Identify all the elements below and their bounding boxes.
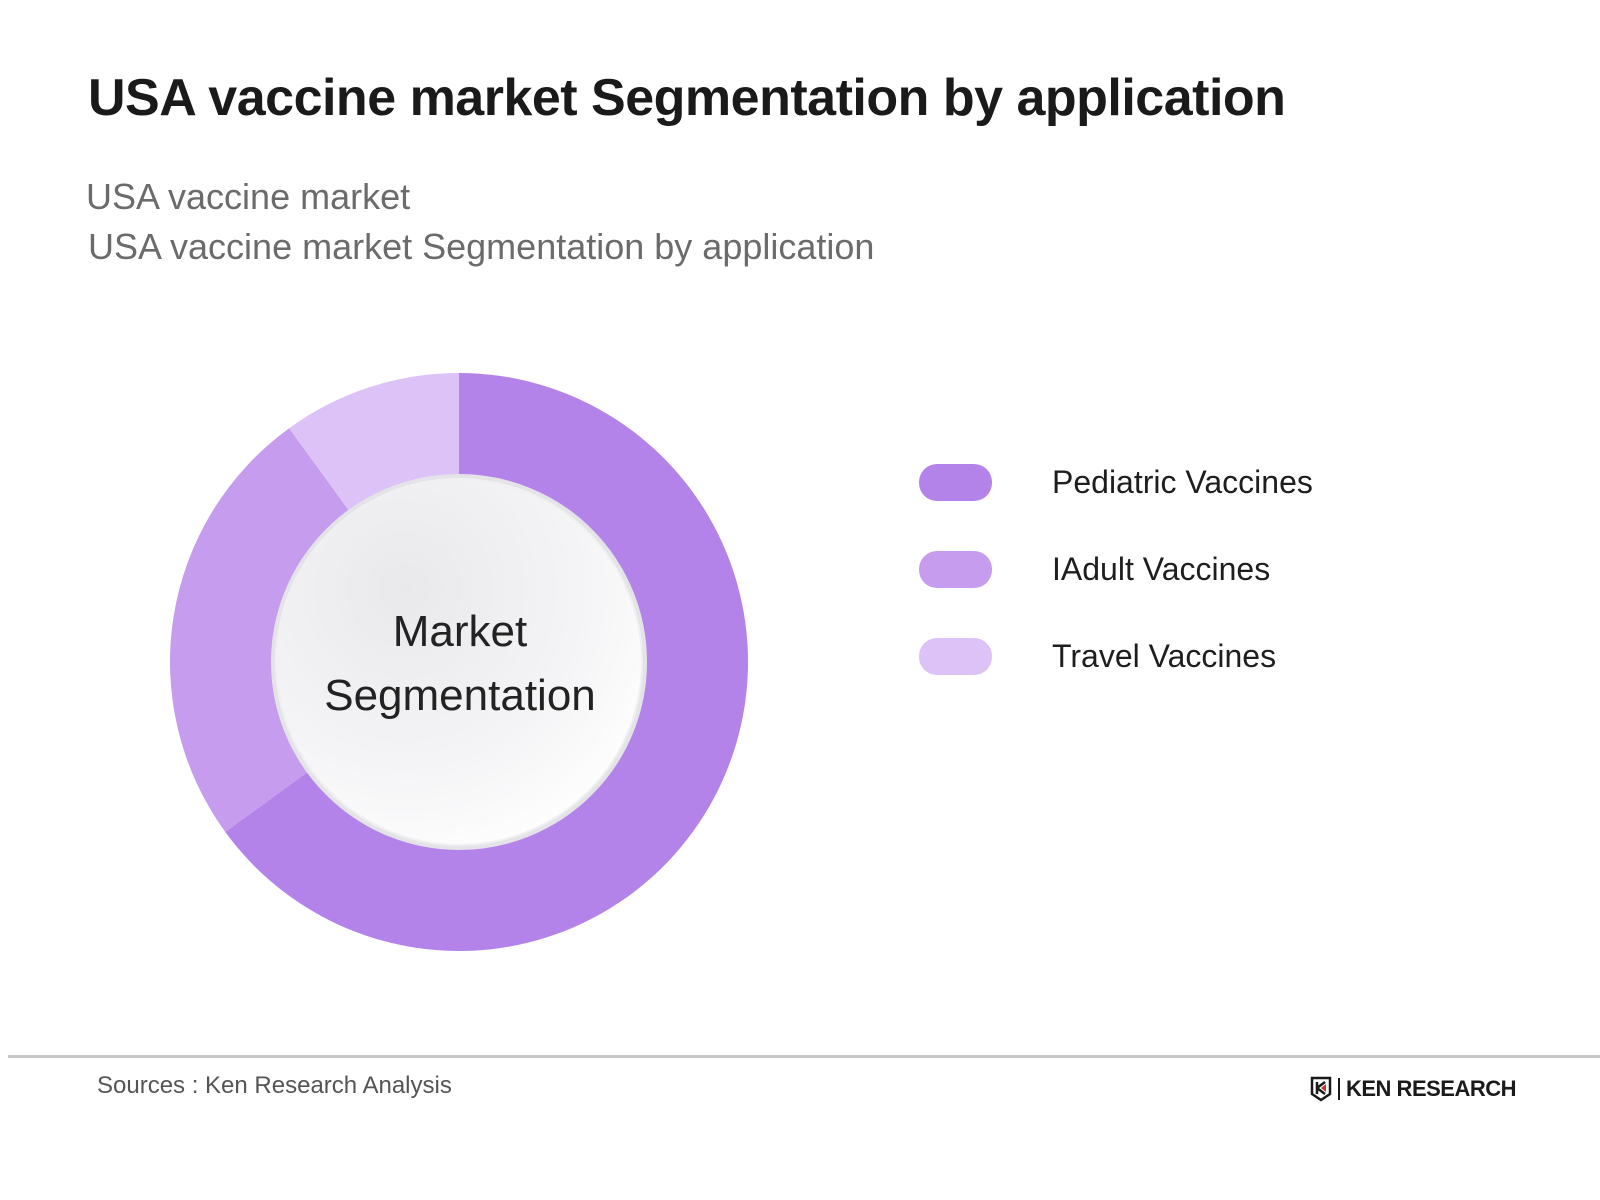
center-label-line2: Segmentation (324, 671, 596, 720)
ken-research-logo: KEN RESEARCH (1310, 1076, 1517, 1102)
ken-logo-icon (1310, 1076, 1332, 1102)
center-label-line1: Market (392, 607, 528, 656)
legend-item-adult: IAdult Vaccines (919, 551, 1313, 588)
legend-swatch-icon (919, 638, 992, 675)
chart-title: USA vaccine market Segmentation by appli… (88, 69, 1286, 127)
chart-subtitle: USA vaccine market (86, 176, 411, 217)
legend-label: Pediatric Vaccines (1052, 464, 1313, 500)
source-note: Sources : Ken Research Analysis (97, 1072, 452, 1099)
footer-divider (8, 1055, 1600, 1058)
logo-text: KEN RESEARCH (1346, 1076, 1517, 1101)
chart-legend: Pediatric Vaccines IAdult Vaccines Trave… (919, 464, 1313, 725)
donut-center-label: Market Segmentation (270, 600, 650, 728)
donut-chart (170, 373, 748, 952)
chart-subtitle-2: USA vaccine market Segmentation by appli… (88, 226, 875, 267)
legend-swatch-icon (919, 551, 992, 588)
legend-label: Travel Vaccines (1052, 638, 1277, 674)
legend-swatch-icon (919, 464, 992, 501)
legend-label: IAdult Vaccines (1052, 551, 1271, 587)
legend-item-pediatric: Pediatric Vaccines (919, 464, 1313, 501)
legend-item-travel: Travel Vaccines (919, 638, 1313, 675)
